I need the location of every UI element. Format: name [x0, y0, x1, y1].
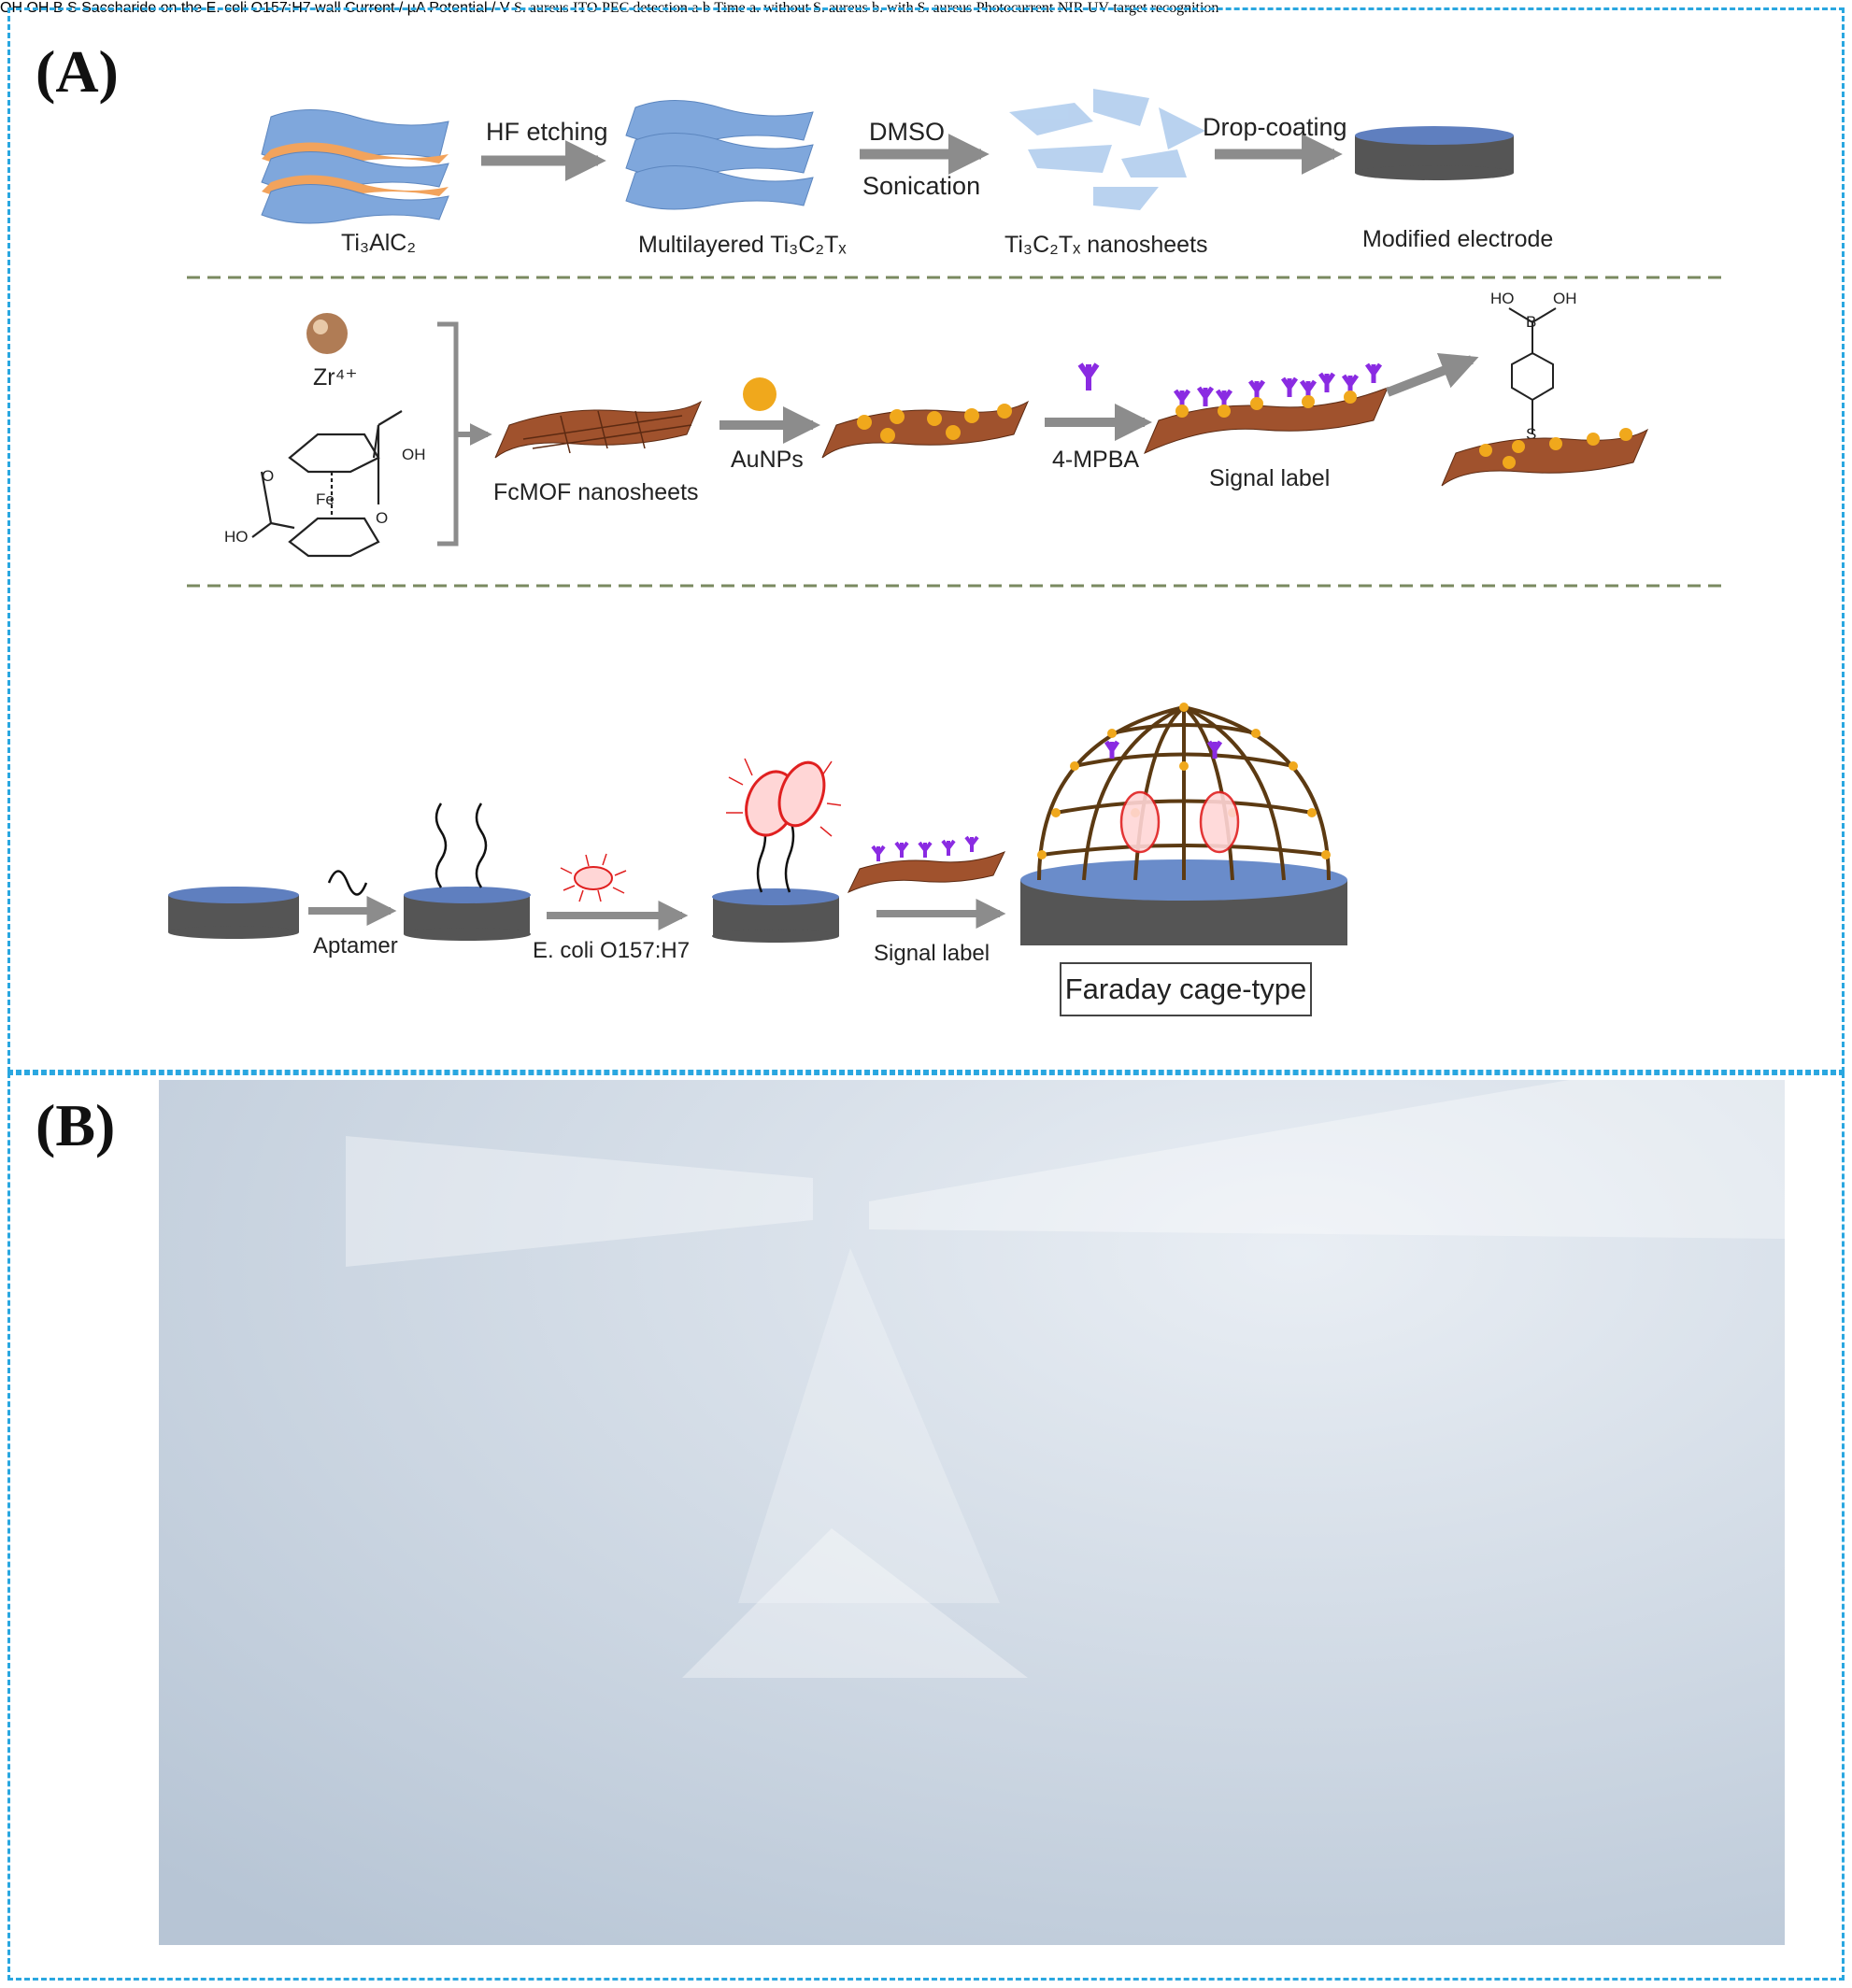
sonication-label: Sonication	[862, 172, 980, 200]
modified-electrode-label: Modified electrode	[1362, 226, 1553, 252]
nanosheets-icon	[1009, 89, 1205, 210]
ecoli-label: E. coli O157:H7	[533, 938, 690, 963]
recognition-ellipse: NIR UV target recognition (A) (B) Farada…	[36, 0, 1312, 1158]
hf-etching-label: HF etching	[486, 118, 608, 146]
zr-sphere-icon	[306, 313, 348, 354]
mpba-sheet-icon	[1441, 428, 1649, 487]
signal-label-small-icon	[847, 835, 1006, 894]
fe-label: Fe	[316, 490, 335, 508]
aptamer-label: Aptamer	[313, 933, 398, 958]
signal-label-label: Signal label	[1209, 465, 1330, 491]
dmso-label: DMSO	[869, 118, 945, 146]
b-label-1: B	[1526, 313, 1536, 331]
o-label-1: O	[376, 509, 388, 527]
bacteria-electrode-icon	[712, 758, 842, 943]
ferrocene-ligand-icon	[251, 410, 403, 558]
aunps-label: AuNPs	[731, 447, 804, 473]
signal-label-sheet-icon	[1144, 362, 1389, 454]
mpba-structure-icon	[1508, 307, 1557, 434]
fcmof-label: FcMOF nanosheets	[493, 479, 699, 505]
drop-coating-label: Drop-coating	[1203, 113, 1347, 141]
o-label-2: O	[262, 467, 274, 485]
aunp-icon	[743, 377, 776, 411]
aptamer-electrode-icon	[404, 802, 531, 941]
bare-electrode-icon	[168, 887, 299, 939]
oh-label-1: OH	[402, 446, 426, 463]
faraday-cage-label: Faraday cage-type	[1060, 962, 1312, 1016]
aunp-fcmof-sheet-icon	[821, 400, 1030, 459]
panel-a-label: (A)	[36, 38, 119, 105]
mpba-label: 4-MPBA	[1052, 447, 1139, 473]
ho-label-2: HO	[1490, 290, 1515, 307]
fcmof-sheet-icon	[494, 400, 703, 459]
nanosheets-label: Ti₃C₂Tₓ nanosheets	[1004, 232, 1208, 258]
oh-label-2: OH	[1553, 290, 1577, 307]
mpba-icon	[1077, 362, 1100, 390]
faraday-cage-icon	[1020, 703, 1347, 945]
aptamer-icon	[327, 870, 368, 896]
pec-plot-bubble: a b Time a. without S. aureus b. with S.…	[36, 0, 1312, 1158]
ho-label-1: HO	[224, 528, 249, 546]
panel-b-illustration	[159, 1080, 1785, 1945]
ecoli-icon	[560, 853, 627, 902]
bracket	[437, 321, 459, 547]
multilayered-label: Multilayered Ti₃C₂Tₓ	[638, 232, 847, 258]
panel-b	[7, 1072, 1845, 1981]
modified-electrode-icon	[1355, 126, 1514, 180]
zr-label: Zr⁴⁺	[313, 364, 358, 390]
ti3alc2-stack-icon	[261, 109, 449, 224]
signal-label-label-2: Signal label	[874, 941, 990, 966]
milk-drop-icon: ITO PEC detection a b Time a. without S.…	[36, 0, 1312, 1158]
s-label-1: S	[1526, 425, 1536, 443]
panel-b-label: (B)	[36, 1092, 116, 1158]
panel-a	[7, 7, 1845, 1072]
multilayered-stack-icon	[625, 100, 814, 210]
ti3alc2-label: Ti₃AlC₂	[341, 230, 416, 256]
